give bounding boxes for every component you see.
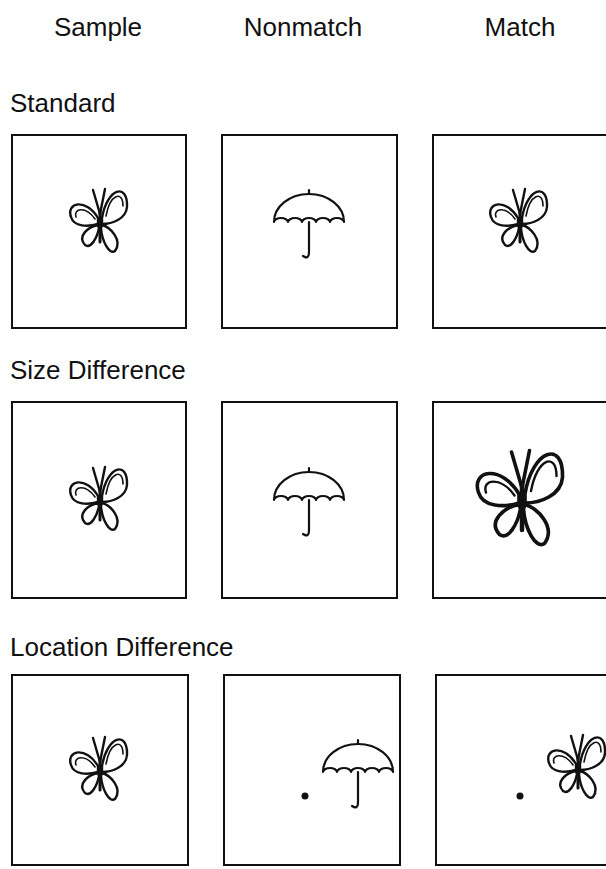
stimulus-frame: [224, 675, 400, 865]
stimulus-frame: [436, 675, 606, 865]
column-heading: Match: [485, 12, 556, 42]
stimulus-frame: [222, 135, 397, 328]
row-heading: Size Difference: [10, 355, 186, 385]
stimulus-frame: [433, 135, 606, 328]
row-heading: Location Difference: [10, 632, 234, 662]
stimulus-frame: [222, 402, 397, 598]
stimulus-frame: [12, 675, 188, 865]
stimulus-frame: [12, 402, 186, 598]
column-heading: Nonmatch: [244, 12, 363, 42]
row-heading: Standard: [10, 88, 116, 118]
fixation-dot: [517, 793, 524, 800]
stimulus-frame: [433, 402, 606, 598]
stimulus-frame: [12, 135, 186, 328]
column-heading: Sample: [54, 12, 142, 42]
fixation-dot: [302, 793, 309, 800]
